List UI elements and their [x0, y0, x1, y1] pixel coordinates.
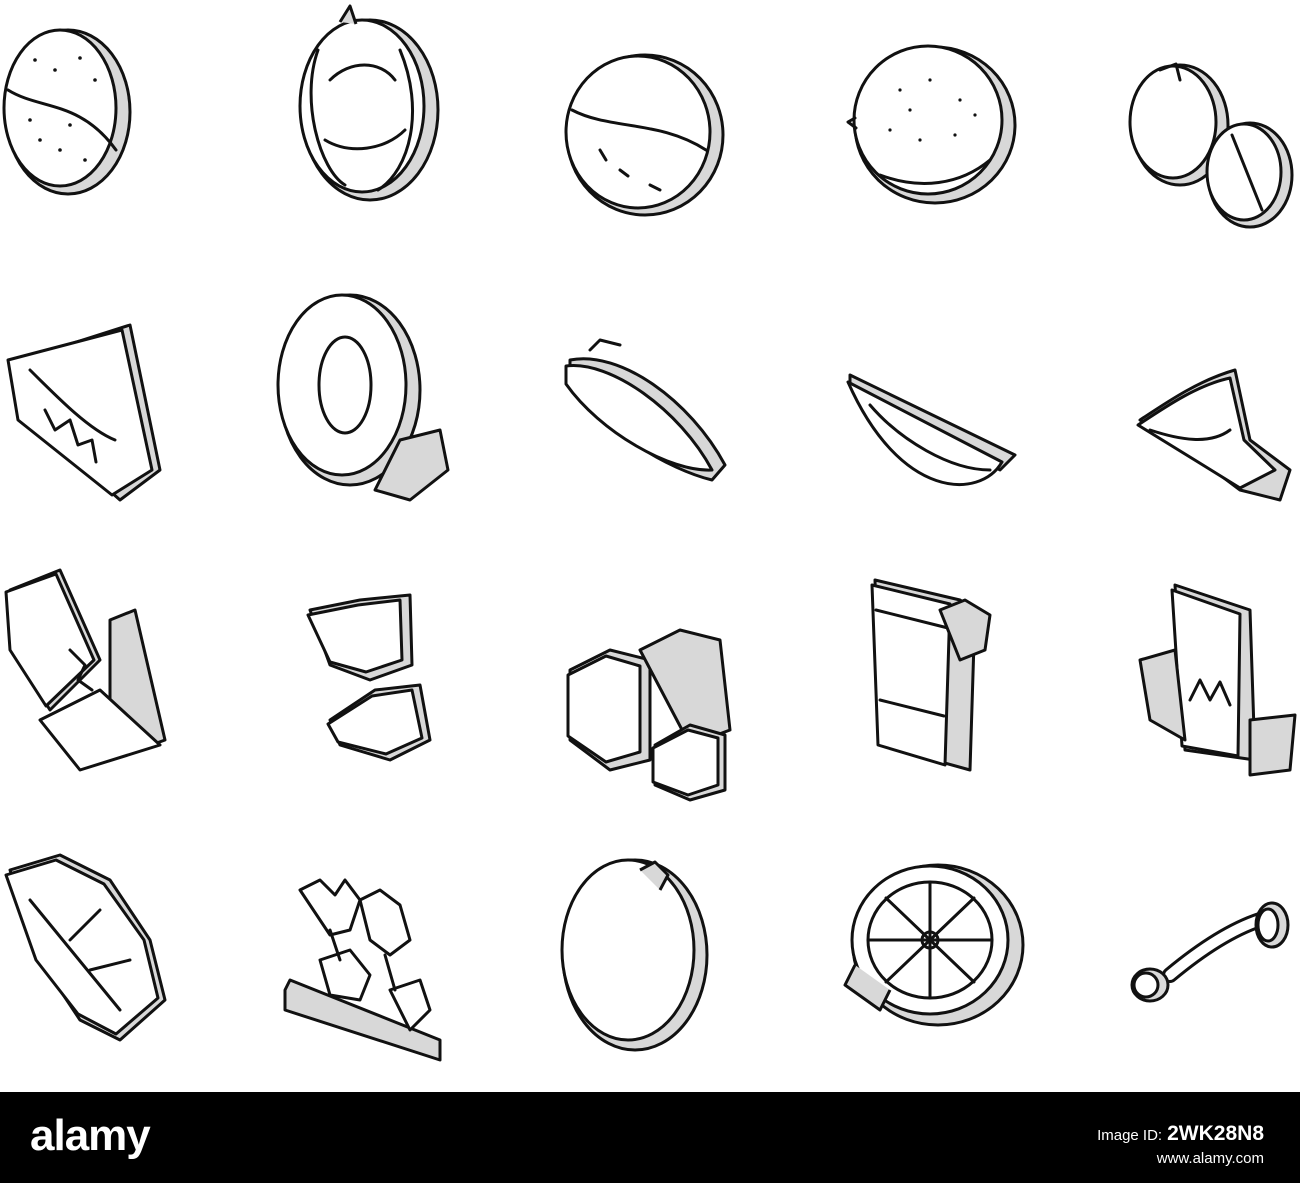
melon-pieces-icon: [306, 593, 432, 762]
melon-cross-section-icon: [843, 863, 1025, 1027]
icon-set-illustration: [2, 4, 1297, 1062]
image-id-label: Image ID:: [1097, 1127, 1163, 1144]
melon-baller-icon: [1130, 901, 1290, 1003]
melon-peeled-icon: [298, 4, 440, 202]
footer-bar: alamy Image ID: 2WK28N8 www.alamy.com: [0, 1092, 1300, 1183]
melon-quarters-icon: [4, 568, 167, 772]
melon-round-slice-icon: [560, 858, 709, 1052]
melon-ring-slice-icon: [276, 293, 450, 502]
alamy-logo[interactable]: alamy: [30, 1111, 151, 1160]
melon-cubes-icon: [566, 628, 732, 802]
site-url[interactable]: www.alamy.com: [1156, 1150, 1264, 1167]
image-id-value: 2WK28N8: [1167, 1122, 1264, 1145]
melon-wedge-seeds-icon: [6, 323, 162, 502]
image-id: Image ID: 2WK28N8: [1097, 1122, 1264, 1148]
melon-bitten-slice-icon: [1136, 368, 1292, 502]
melon-pair-icon: [1128, 62, 1294, 229]
melon-whole-icon: [564, 53, 725, 217]
melon-plant-icon: [283, 878, 442, 1062]
melon-leaf-icon: [4, 853, 167, 1042]
melon-textured-icon: [846, 44, 1017, 205]
melon-slice-arc-icon: [564, 338, 727, 482]
melon-half-icon: [2, 28, 132, 196]
melon-juice-pack-icon: [870, 578, 992, 772]
melon-wedge-icon: [846, 373, 1017, 486]
melon-juice-glass-icon: [1138, 583, 1297, 777]
